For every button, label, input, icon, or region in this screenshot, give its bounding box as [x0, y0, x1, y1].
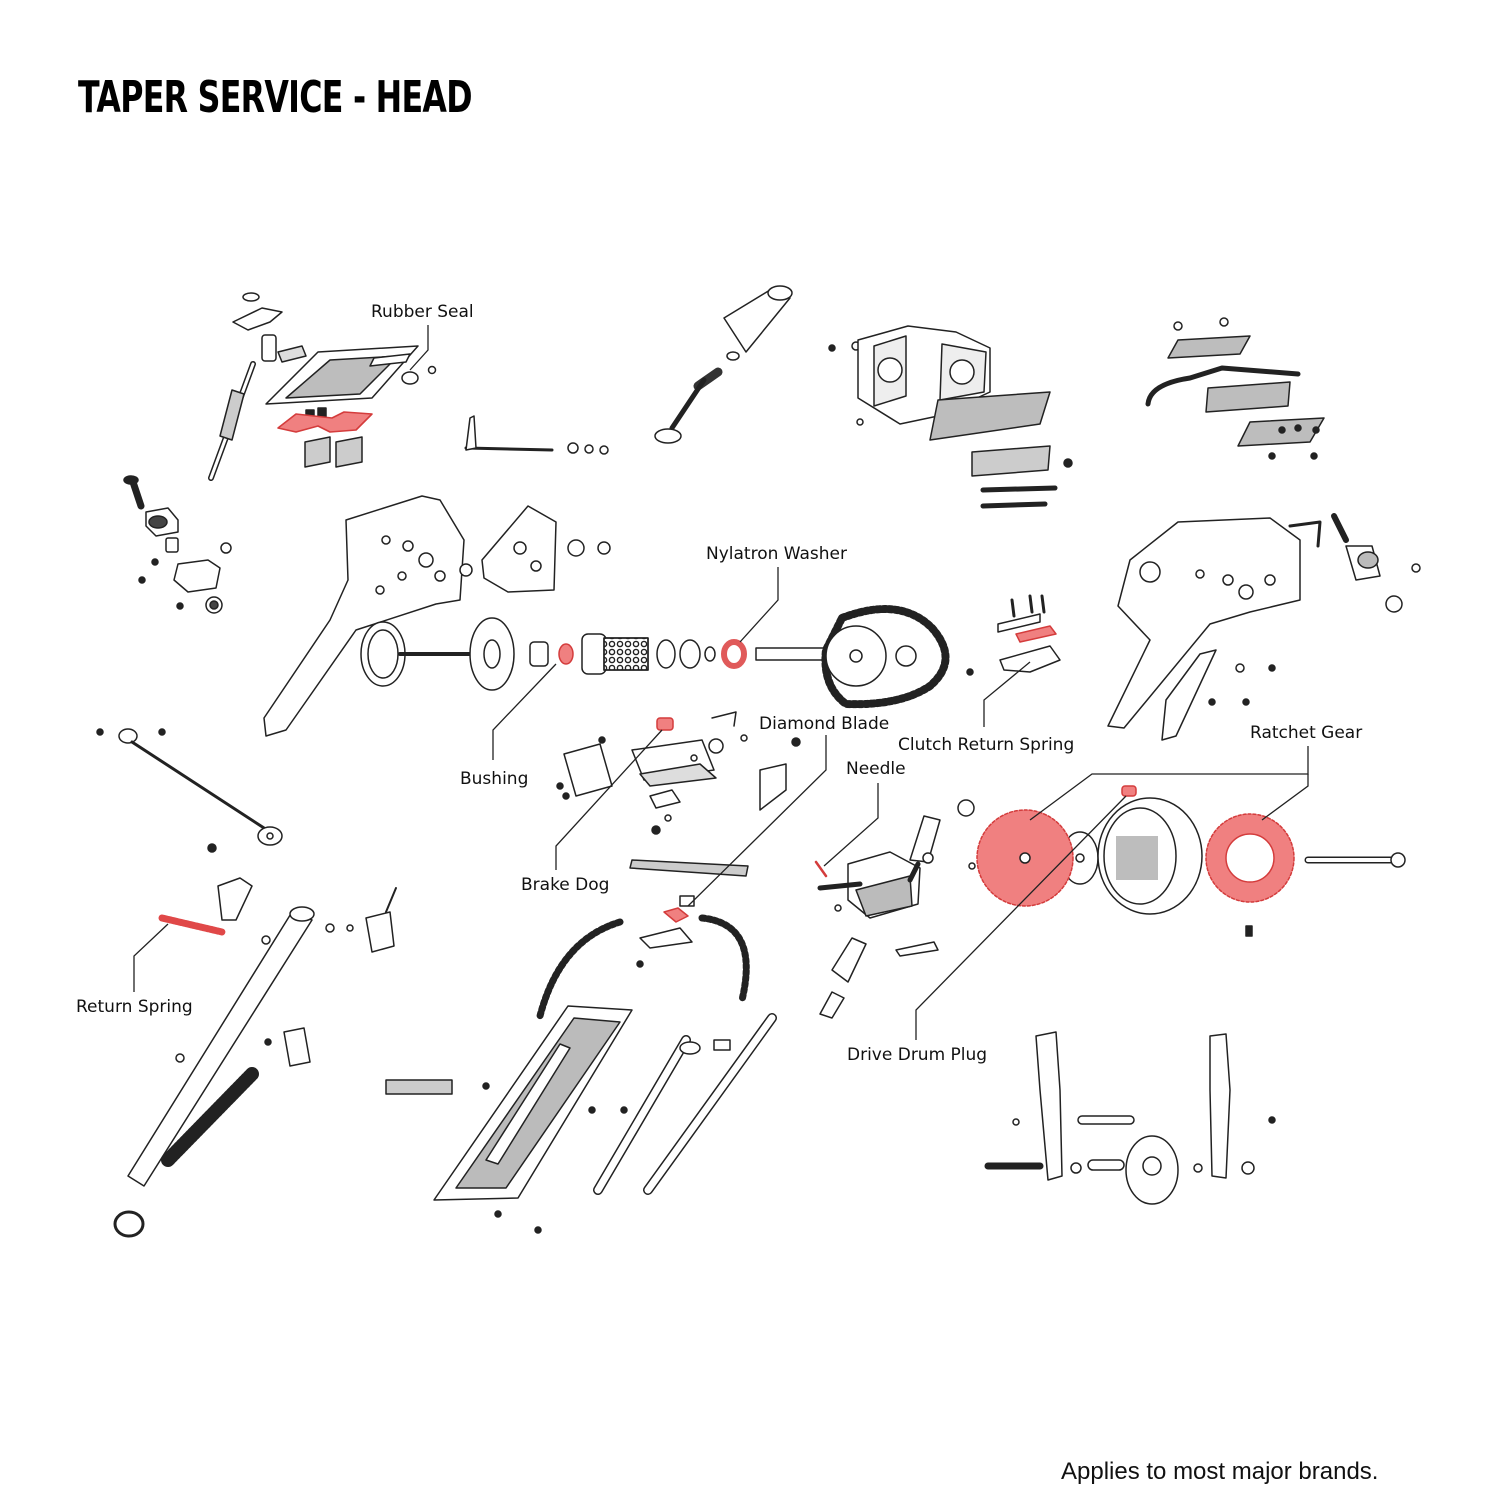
- page-title: TAPER SERVICE - HEAD: [78, 72, 473, 123]
- clutch-assembly: [966, 594, 1061, 676]
- label-diamond-blade: Diamond Blade: [759, 714, 889, 734]
- needle-assembly: [817, 815, 941, 1019]
- label-bushing: Bushing: [460, 769, 528, 789]
- label-return-spring: Return Spring: [76, 997, 193, 1017]
- diamond-blade-assembly: [536, 859, 750, 1020]
- left-side-plate: [263, 495, 611, 737]
- sprocket-and-chain: [821, 605, 950, 709]
- roller-and-valve: [654, 285, 793, 444]
- drive-drum-plug-part: [1121, 785, 1137, 797]
- nylatron-washer-part: [721, 639, 747, 669]
- label-brake-dog: Brake Dog: [521, 875, 609, 895]
- leader-lines: [133, 325, 1309, 1040]
- needle-part: [814, 860, 828, 878]
- brake-dog-part: [656, 717, 674, 731]
- right-side-plate: [1107, 513, 1421, 741]
- lever-pair-assembly: [984, 1031, 1276, 1205]
- label-ratchet-gear: Ratchet Gear: [1250, 723, 1362, 743]
- base-plate-and-rods: [385, 1005, 777, 1234]
- footnote: Applies to most major brands.: [1061, 1458, 1379, 1485]
- return-spring-part: [158, 914, 226, 936]
- ratchet-gear-part: [976, 809, 1295, 907]
- gearbox-housing: [828, 325, 1073, 509]
- diamond-blade-part: [663, 907, 689, 923]
- brake-plate-assembly: [556, 711, 801, 835]
- label-rubber-seal: Rubber Seal: [371, 302, 474, 322]
- center-shaft-assembly: [360, 617, 831, 691]
- cover-plate-assembly: [208, 292, 437, 481]
- callout-labels: Rubber Seal Nylatron Washer Bushing Diam…: [76, 302, 1362, 1065]
- label-needle: Needle: [846, 759, 906, 779]
- bushing-part: [558, 643, 574, 665]
- link-rod: [96, 728, 283, 853]
- pin-and-washers: [464, 415, 609, 455]
- rubber-seal-part: [277, 411, 373, 433]
- top-right-plates: [1145, 317, 1325, 460]
- label-drive-drum-plug: Drive Drum Plug: [847, 1045, 987, 1065]
- label-nylatron-washer: Nylatron Washer: [706, 544, 847, 564]
- clamp-block-assembly: [123, 475, 232, 614]
- return-spring-lever: [113, 877, 397, 1238]
- label-clutch-return-spring: Clutch Return Spring: [898, 735, 1074, 755]
- clutch-return-spring-part: [1015, 625, 1057, 643]
